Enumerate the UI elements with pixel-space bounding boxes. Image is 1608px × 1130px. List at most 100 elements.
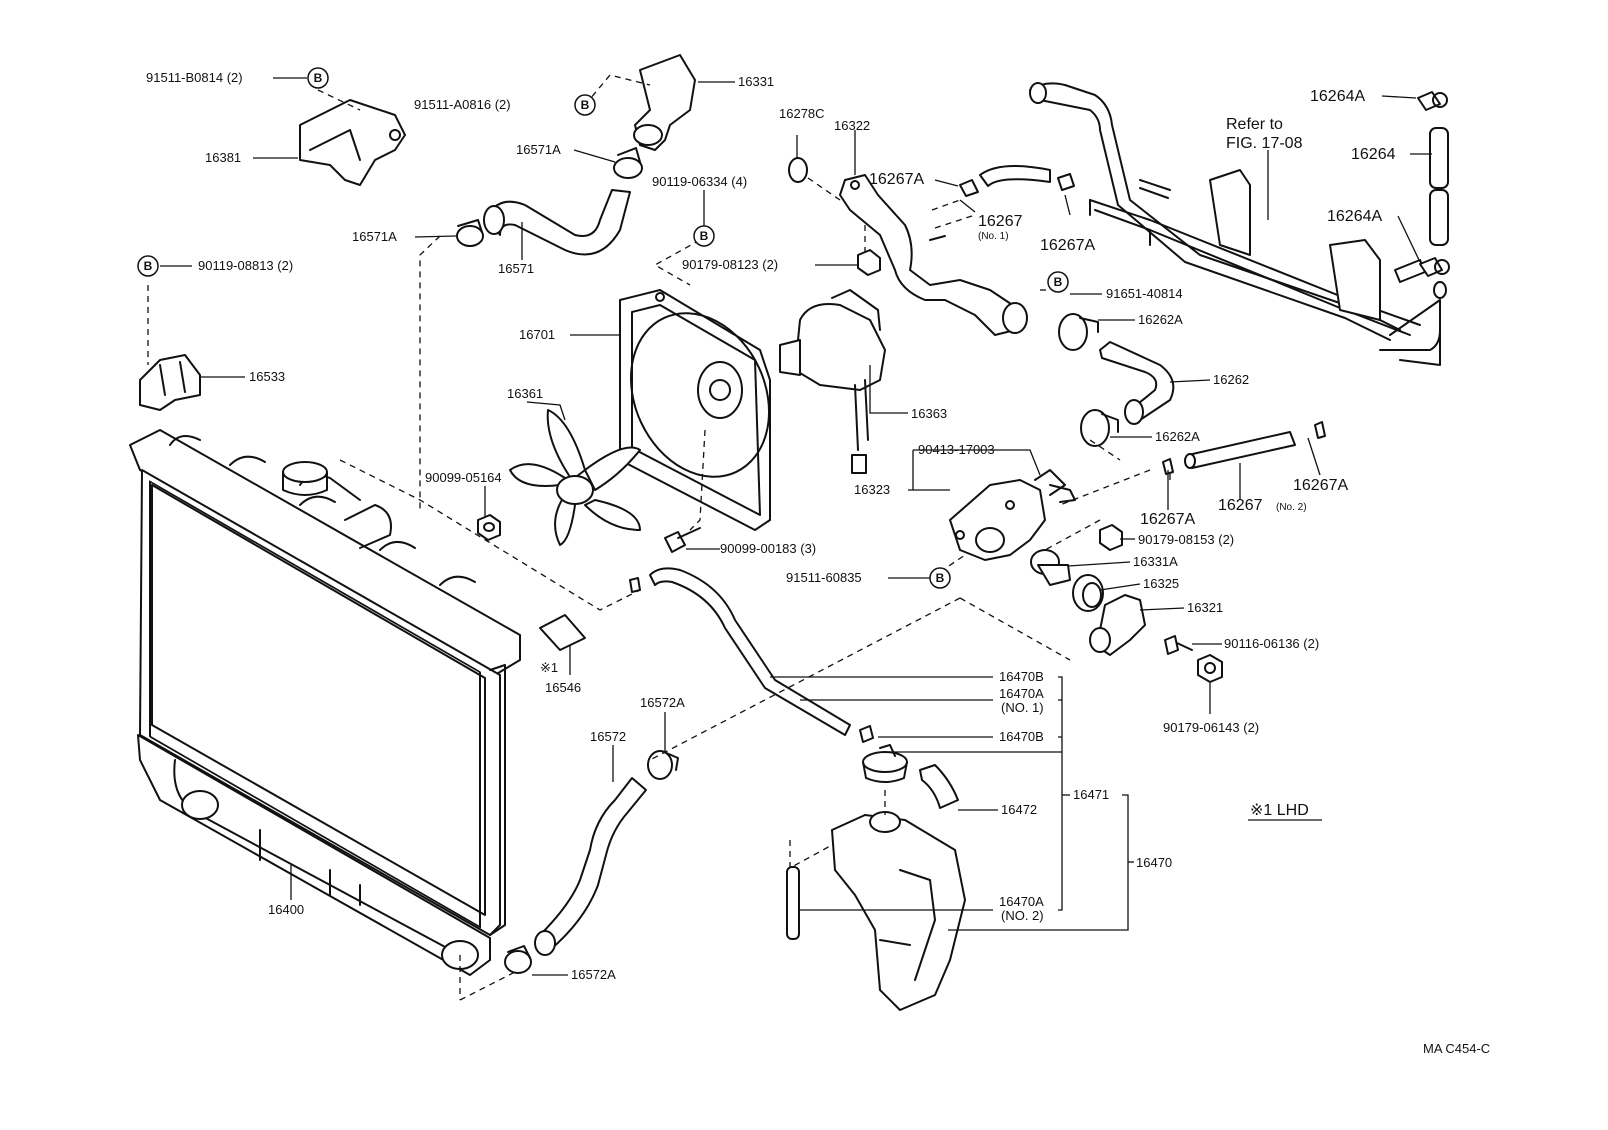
label-16267a-2: 16267A: [1040, 237, 1095, 254]
label-16571: 16571: [498, 261, 534, 276]
svg-text:B: B: [700, 229, 709, 243]
label-16321: 16321: [1187, 600, 1223, 615]
label-16267-no1: 16267: [978, 213, 1023, 230]
label-90179-08123: 90179-08123 (2): [682, 257, 778, 272]
reservoir-cap-drawing: [862, 744, 908, 783]
label-16361: 16361: [507, 386, 543, 401]
label-16571a-top: 16571A: [516, 142, 561, 157]
nut-90179-06143-drawing: [1197, 654, 1223, 683]
label-90099-00183: 90099-00183 (3): [720, 541, 816, 556]
hose-16470a-no2-drawing: [786, 866, 800, 940]
water-outlet-16331-drawing: [633, 54, 696, 151]
drawing-code: MA C454-C: [1423, 1041, 1490, 1056]
nut-90179-08153-drawing: [1099, 524, 1123, 551]
housing-16321-drawing: [1089, 594, 1146, 656]
hose-16472-drawing: [919, 764, 959, 809]
nut-90179-08123-drawing: [857, 249, 881, 276]
label-16262: 16262: [1213, 372, 1249, 387]
label-16262a-top: 16262A: [1138, 312, 1183, 327]
label-16572a-top: 16572A: [640, 695, 685, 710]
label-16322: 16322: [834, 118, 870, 133]
assembly-lines: [147, 74, 1171, 1001]
label-16572a-bottom: 16572A: [571, 967, 616, 982]
label-16262a-bottom: 16262A: [1155, 429, 1200, 444]
clamp-16262a-top-drawing: [1058, 313, 1099, 351]
label-16331: 16331: [738, 74, 774, 89]
bracket-16533-drawing: [139, 354, 201, 411]
hose-16571-drawing: [483, 189, 631, 256]
label-16363: 16363: [911, 406, 947, 421]
gasket-16325-drawing: [1072, 574, 1104, 612]
nut-90099-05164-drawing: [477, 514, 501, 541]
label-16546: 16546: [545, 680, 581, 695]
ref-marker-b: B: [574, 94, 596, 116]
clamp-16262a-bottom-drawing: [1080, 409, 1119, 447]
note-lhd: ※1 LHD: [1250, 802, 1309, 819]
bolt-90116-06136-drawing: [1164, 635, 1193, 655]
label-16470b-top: 16470B: [999, 669, 1044, 684]
label-16331a: 16331A: [1133, 554, 1178, 569]
thermostat-16331a-drawing: [1030, 549, 1071, 586]
label-16571a-left: 16571A: [352, 229, 397, 244]
hose-16267-no2-drawing: [1162, 421, 1326, 475]
label-16470b-mid: 16470B: [999, 729, 1044, 744]
label-16267a-3: 16267A: [1140, 511, 1195, 528]
label-16381: 16381: [205, 150, 241, 165]
ref-marker-b: B: [137, 255, 159, 277]
label-16470a-no1-sub: (NO. 1): [1001, 700, 1044, 715]
label-16278c: 16278C: [779, 106, 825, 121]
label-90119-06334: 90119-06334 (4): [652, 174, 747, 189]
fan-motor-16363-drawing: [779, 289, 886, 474]
label-fig-17-08: FIG. 17-08: [1226, 135, 1303, 152]
fan-blade-16361-drawing: [509, 409, 641, 546]
label-16546-mark: ※1: [540, 660, 558, 675]
hose-16262-drawing: [1099, 341, 1175, 425]
svg-text:B: B: [936, 571, 945, 585]
label-16264a-mid: 16264A: [1327, 208, 1382, 225]
label-90179-06143: 90179-06143 (2): [1163, 720, 1259, 735]
label-16470a-no2-sub: (NO. 2): [1001, 908, 1044, 923]
label-16472: 16472: [1001, 802, 1037, 817]
label-16264a-top: 16264A: [1310, 88, 1365, 105]
label-16267a-1: 16267A: [869, 171, 924, 188]
gasket-16546-drawing: [539, 614, 586, 651]
label-90179-08153: 90179-08153 (2): [1138, 532, 1234, 547]
label-16533: 16533: [249, 369, 285, 384]
label-90119-08813: 90119-08813 (2): [198, 258, 293, 273]
ref-marker-b: B: [307, 67, 329, 89]
label-16267-no2: 16267: [1218, 497, 1263, 514]
svg-text:B: B: [314, 71, 323, 85]
svg-text:B: B: [144, 259, 153, 273]
bracket-16381-drawing: [299, 99, 406, 186]
label-refer-to: Refer to: [1226, 116, 1283, 133]
water-inlet-16323-drawing: [949, 469, 1076, 561]
label-16400: 16400: [268, 902, 304, 917]
label-16267a-4: 16267A: [1293, 477, 1348, 494]
label-16325: 16325: [1143, 576, 1179, 591]
hose-16264-drawing: [1417, 91, 1450, 277]
label-16470a-no2: 16470A: [999, 894, 1044, 909]
reservoir-tank-drawing: [831, 811, 966, 1011]
svg-text:B: B: [581, 98, 590, 112]
label-16264: 16264: [1351, 146, 1396, 163]
fan-shroud-16701-drawing: [619, 289, 771, 531]
label-16701: 16701: [519, 327, 555, 342]
label-16470a-no1: 16470A: [999, 686, 1044, 701]
heater-pipe-assembly-drawing: [1029, 82, 1447, 366]
radiator-drawing: [129, 429, 521, 976]
hose-16267-no1-drawing: [959, 165, 1075, 197]
ref-marker-b: B: [693, 225, 715, 247]
hose-16470b-drawing: [629, 567, 874, 743]
ref-marker-b: B: [929, 567, 951, 589]
label-90099-05164: 90099-05164: [425, 470, 502, 485]
label-91651-40814: 91651-40814: [1106, 286, 1183, 301]
ref-marker-group: B B B B B B: [137, 67, 1069, 589]
bolt-90099-00183-drawing: [664, 527, 701, 553]
clamp-16571a-left-drawing: [456, 219, 484, 247]
clamp-16571a-top-drawing: [613, 147, 643, 179]
label-90116-06136: 90116-06136 (2): [1224, 636, 1319, 651]
label-16470: 16470: [1136, 855, 1172, 870]
clamp-16572a-top-drawing: [647, 750, 679, 780]
label-91511-60835: 91511-60835: [786, 570, 862, 585]
